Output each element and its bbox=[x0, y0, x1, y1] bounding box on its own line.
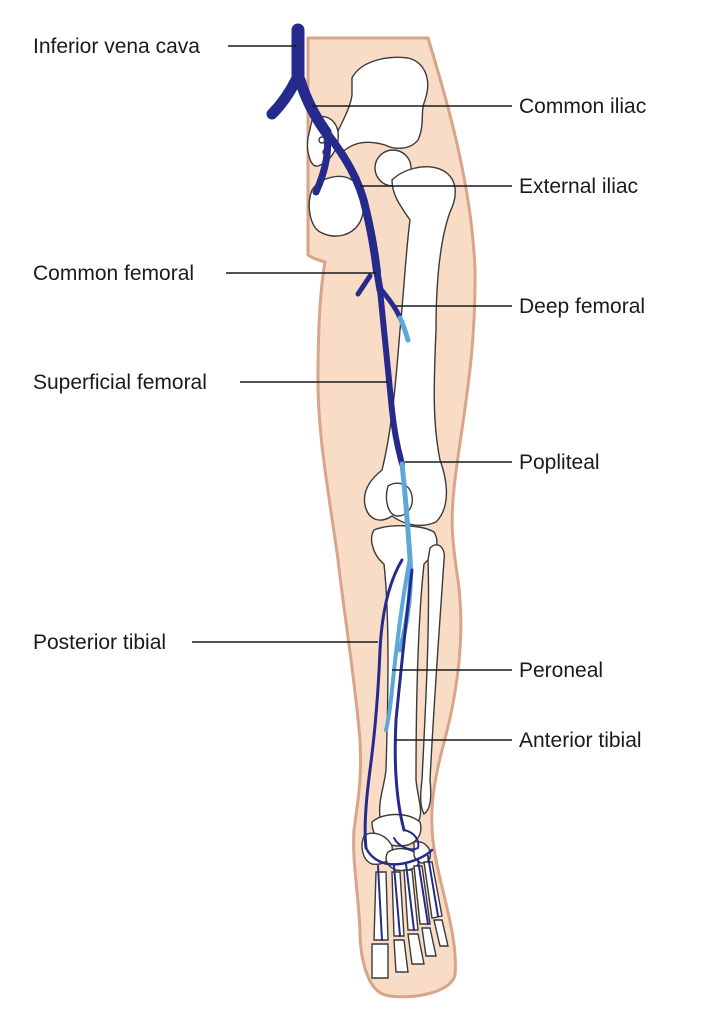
labels: Inferior vena cava Common iliac External… bbox=[33, 35, 646, 752]
label-common-iliac: Common iliac bbox=[519, 95, 646, 118]
ankle-vein-loop bbox=[393, 829, 420, 851]
phalanx-2 bbox=[393, 939, 409, 973]
deep-femoral-distal-vessel bbox=[397, 315, 411, 343]
dorsal-venous-arch bbox=[364, 846, 434, 866]
posterior-tibial-vessel bbox=[363, 558, 404, 850]
superficial-femoral-vessel bbox=[377, 287, 405, 467]
label-posterior-tibial: Posterior tibial bbox=[33, 631, 166, 654]
lower-leg-bones bbox=[370, 525, 445, 828]
foot-vein-2 bbox=[393, 865, 401, 937]
pubis-ischium-bone bbox=[308, 175, 365, 237]
anterior-tibial-vessel bbox=[393, 568, 414, 832]
veins bbox=[266, 23, 439, 941]
phalanx-5 bbox=[433, 919, 449, 947]
label-inferior-vena-cava: Inferior vena cava bbox=[33, 35, 200, 58]
label-anterior-tibial: Anterior tibial bbox=[519, 729, 642, 752]
label-peroneal: Peroneal bbox=[519, 659, 603, 682]
peroneal-vessel bbox=[384, 556, 412, 732]
label-external-iliac: External iliac bbox=[519, 175, 638, 198]
phalanx-1 bbox=[371, 943, 389, 979]
common-iliac-vessel bbox=[294, 74, 332, 138]
femoral-side-branch bbox=[355, 273, 373, 297]
deep-femoral-vessel bbox=[377, 285, 403, 321]
external-iliac-vessel bbox=[322, 128, 381, 276]
phalanx-4 bbox=[421, 927, 437, 957]
label-common-femoral: Common femoral bbox=[33, 262, 194, 285]
leader-lines bbox=[192, 45, 512, 741]
foot-vein-1 bbox=[377, 865, 383, 941]
left-common-iliac-vessel bbox=[266, 74, 302, 120]
phalanx-3 bbox=[407, 933, 425, 965]
label-superficial-femoral: Superficial femoral bbox=[33, 371, 207, 394]
label-deep-femoral: Deep femoral bbox=[519, 295, 645, 318]
foot-vein-4 bbox=[417, 859, 429, 925]
foot-vein-5 bbox=[427, 855, 439, 917]
fibula bbox=[419, 544, 445, 816]
foot-vein-3 bbox=[405, 863, 415, 931]
label-popliteal: Popliteal bbox=[519, 451, 600, 474]
